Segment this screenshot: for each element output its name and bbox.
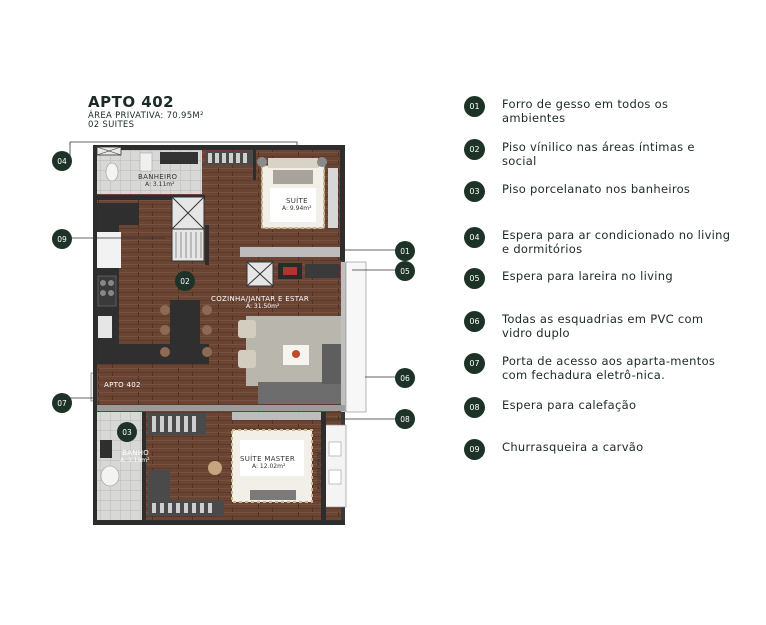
legend-text: Espera para lareira no living <box>502 269 673 283</box>
room-area-cozinha: A: 31.50m² <box>246 303 280 310</box>
legend-text: Porta de acesso aos aparta-mentos com fe… <box>502 354 716 382</box>
room-area-suite: A: 9.94m² <box>282 205 312 212</box>
suites-count-label: 02 SUITES <box>88 120 135 130</box>
room-label-banheiro: BANHEIRO <box>138 173 178 181</box>
callout-07: 07 <box>52 393 72 413</box>
legend-text: Churrasqueira a carvão <box>502 440 644 454</box>
legend-badge: 05 <box>464 268 485 289</box>
callout-08: 08 <box>395 409 415 429</box>
room-label-cozinha: COZINHA/JANTAR E ESTAR <box>211 295 309 303</box>
room-area-suite-master: A: 12.02m² <box>252 463 286 470</box>
room-label-banho: BANHO <box>122 449 150 457</box>
legend-text: Espera para calefação <box>502 398 637 412</box>
legend-badge: 06 <box>464 311 485 332</box>
room-label-apto: APTO 402 <box>104 381 141 389</box>
legend-text: Forro de gesso em todos os ambientes <box>502 97 669 125</box>
room-area-banho: A: 3.19m² <box>120 457 150 464</box>
legend-text: Espera para ar condicionado no living e … <box>502 228 731 256</box>
legend-badge: 07 <box>464 353 485 374</box>
legend-badge: 04 <box>464 227 485 248</box>
room-label-suite: SUÍTE <box>286 197 308 205</box>
legend-badge: 03 <box>464 181 485 202</box>
callout-05: 05 <box>395 261 415 281</box>
legend-text: Piso porcelanato nos banheiros <box>502 182 691 196</box>
room-area-banheiro: A: 3.11m² <box>145 181 175 188</box>
legend-badge: 01 <box>464 96 485 117</box>
apartment-title: APTO 402 <box>88 93 175 111</box>
room-label-area-tecnica: Área técnica <box>315 452 322 490</box>
callout-06: 06 <box>395 368 415 388</box>
callout-03: 03 <box>117 422 137 442</box>
legend-text: Todas as esquadrias em PVC com vidro dup… <box>502 312 704 340</box>
legend-badge: 08 <box>464 397 485 418</box>
callout-04: 04 <box>52 151 72 171</box>
private-area-label: ÁREA PRIVATIVA: 70.95M² <box>88 111 204 121</box>
legend-badge: 02 <box>464 139 485 160</box>
callout-09: 09 <box>52 229 72 249</box>
legend-badge: 09 <box>464 439 485 460</box>
callout-02: 02 <box>175 271 195 291</box>
legend-text: Piso vínilico nas áreas íntimas e social <box>502 140 695 168</box>
room-label-suite-master: SUÍTE MASTER <box>240 455 295 463</box>
callout-01: 01 <box>395 241 415 261</box>
